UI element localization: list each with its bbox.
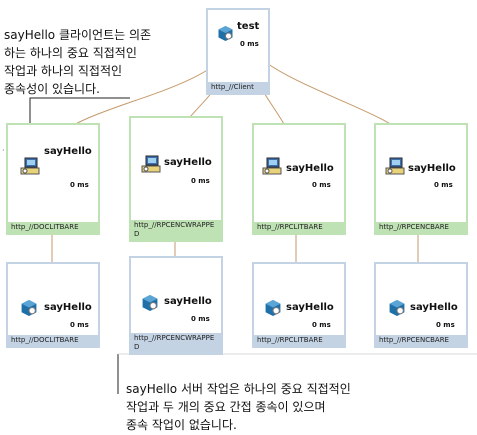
client-title: sayHello (44, 146, 92, 157)
client-title: sayHello (164, 157, 212, 168)
server-title: sayHello (410, 302, 458, 313)
computer-gear-icon (141, 155, 161, 173)
server-title: sayHello (286, 302, 334, 313)
server-node-doclitbare[interactable]: sayHello 0 ms http_//DOCLITBARE (6, 262, 100, 348)
client-title: sayHello (286, 163, 334, 174)
server-time: 0 ms (436, 321, 455, 329)
computer-gear-icon (385, 157, 405, 175)
client-node-rpcencwrapped[interactable]: sayHello 0 ms http_//RPCENCWRAPPED (129, 116, 223, 242)
server-time: 0 ms (191, 315, 210, 323)
client-footer: http_//RPCENCWRAPPED (131, 220, 221, 240)
cube-gear-icon (142, 295, 158, 311)
server-time: 0 ms (70, 321, 89, 329)
server-title: sayHello (44, 302, 92, 313)
client-footer: http_//DOCLITBARE (8, 222, 98, 233)
server-node-rpcencwrapped[interactable]: sayHello 0 ms http_//RPCENCWRAPPED (129, 256, 223, 355)
root-time: 0 ms (240, 40, 259, 48)
server-node-rpclitbare[interactable]: sayHello 0 ms http_//RPCLITBARE (252, 262, 346, 348)
root-footer: http_//Client (208, 82, 268, 93)
top-annotation: sayHello 클라이언트는 의존 하는 하나의 중요 직접적인 작업과 하나… (4, 28, 152, 96)
client-node-doclitbare[interactable]: sayHello 0 ms http_//DOCLITBARE (6, 123, 100, 235)
client-footer: http_//RPCENCBARE (376, 222, 466, 233)
bottom-annotation: sayHello 서버 작업은 하나의 중요 직접적인 작업과 두 개의 중요 … (126, 382, 351, 432)
server-title: sayHello (164, 296, 212, 307)
client-footer: http_//RPCLITBARE (254, 222, 344, 233)
client-time: 0 ms (312, 181, 331, 189)
client-title: sayHello (408, 163, 456, 174)
server-time: 0 ms (312, 321, 331, 329)
server-footer: http_//RPCENCWRAPPED (131, 333, 221, 353)
client-node-rpcencbare[interactable]: sayHello 0 ms http_//RPCENCBARE (374, 123, 468, 235)
client-time: 0 ms (191, 177, 210, 185)
client-time: 0 ms (70, 181, 89, 189)
server-footer: http_//RPCENCBARE (376, 335, 466, 346)
server-node-rpcencbare[interactable]: sayHello 0 ms http_//RPCENCBARE (374, 262, 468, 348)
server-footer: http_//RPCLITBARE (254, 335, 344, 346)
root-title: test (237, 21, 260, 32)
top-note-leader (29, 97, 130, 124)
cube-gear-icon (21, 300, 37, 316)
root-node[interactable]: test 0 ms http_//Client (206, 8, 270, 95)
note-marker: · (2, 146, 5, 155)
computer-gear-icon (20, 157, 40, 175)
client-node-rpclitbare[interactable]: sayHello 0 ms http_//RPCLITBARE (252, 123, 346, 235)
server-footer: http_//DOCLITBARE (8, 335, 98, 346)
client-time: 0 ms (434, 181, 453, 189)
computer-gear-icon (262, 157, 282, 175)
cube-gear-icon (265, 300, 281, 316)
cube-gear-icon (218, 26, 233, 41)
cube-gear-icon (389, 300, 405, 316)
